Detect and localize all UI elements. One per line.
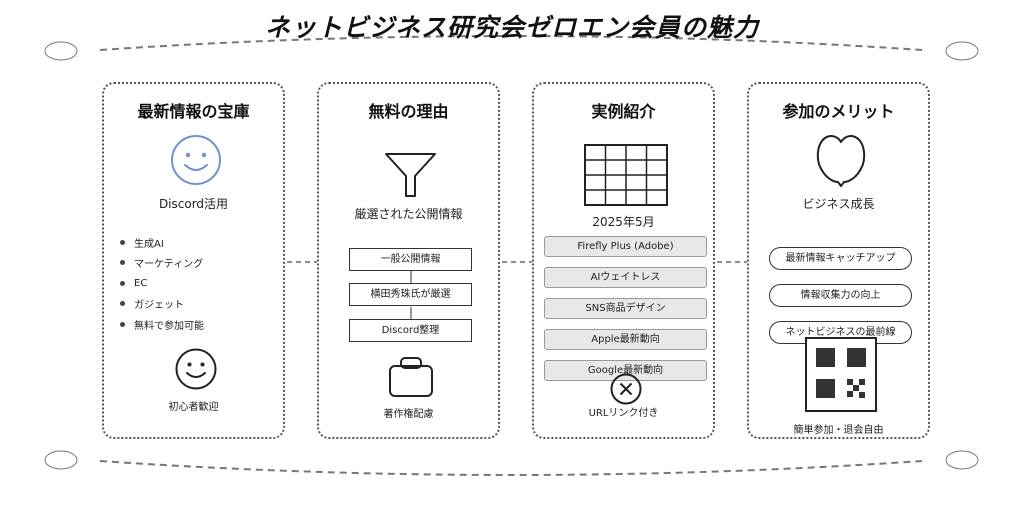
bullet-list: 生成AI マーケティング EC ガジェット 無料で参加可能: [120, 232, 204, 335]
list-item: マーケティング: [120, 253, 204, 274]
list-item: 無料で参加可能: [120, 314, 204, 335]
list-item: ガジェット: [120, 294, 204, 315]
funnel-icon: [385, 153, 436, 197]
apple-icon: [816, 135, 866, 187]
benefit-item: 最新情報キャッチアップ: [769, 247, 912, 270]
flow-step: 一般公開情報: [349, 248, 472, 271]
card-footer: 初心者歓迎: [168, 402, 219, 413]
flow-step: Discord整理: [349, 319, 472, 342]
card-title: 最新情報の宝庫: [137, 102, 250, 121]
bullet-dot: [120, 301, 125, 307]
card-footer: URLリンク付き: [588, 408, 659, 419]
bullet-dot: [120, 280, 125, 286]
card-caption: Discord活用: [158, 197, 229, 211]
list-item-label: 生成AI: [134, 238, 164, 250]
table-grid-icon: [584, 144, 668, 206]
card-free-reason: 無料の理由 厳選された公開情報 一般公開情報 横田秀珠氏が厳選 Discord整…: [317, 82, 500, 439]
card-title: 実例紹介: [591, 102, 656, 121]
bullet-dot: [120, 260, 125, 266]
list-item-label: ガジェット: [134, 300, 184, 312]
card-latest-info: 最新情報の宝庫 Discord活用 生成AI マーケティング EC ガジェット …: [102, 82, 285, 439]
bullet-dot: [120, 239, 125, 245]
card-examples: 実例紹介 2025年5月 Firefly Plus (Adobe) AIウェイト…: [532, 82, 715, 439]
example-item: SNS商品デザイン: [544, 298, 707, 319]
benefit-item: 情報収集力の向上: [769, 284, 912, 307]
page-title: ネットビジネス研究会ゼロエン会員の魅力: [264, 13, 759, 42]
flow-connector: [410, 271, 412, 319]
ellipse-bottom-right: [945, 450, 979, 470]
ellipse-top-left: [44, 41, 78, 61]
arc-top: [99, 35, 923, 51]
example-item: Firefly Plus (Adobe): [544, 236, 707, 257]
qr-code-icon: [805, 337, 877, 412]
arc-bottom: [99, 460, 923, 476]
card-footer: 著作権配慮: [383, 409, 434, 420]
smiley-icon: [175, 348, 217, 390]
list-item-label: EC: [134, 277, 148, 289]
card-title: 参加のメリット: [782, 102, 895, 121]
card-benefits: 参加のメリット ビジネス成長 最新情報キャッチアップ 情報収集力の向上 ネットビ…: [747, 82, 930, 439]
close-icon: [610, 373, 642, 405]
ellipse-bottom-left: [44, 450, 78, 470]
example-item: AIウェイトレス: [544, 267, 707, 288]
flow-step: 横田秀珠氏が厳選: [349, 283, 472, 306]
card-caption: 厳選された公開情報: [354, 207, 463, 221]
list-item: EC: [120, 273, 204, 294]
list-item-label: 無料で参加可能: [134, 320, 204, 332]
list-item-label: マーケティング: [134, 259, 204, 271]
card-caption: ビジネス成長: [802, 197, 875, 211]
briefcase-icon: [389, 357, 433, 397]
ellipse-top-right: [945, 41, 979, 61]
smiley-icon: [171, 135, 221, 185]
card-title: 無料の理由: [368, 102, 449, 121]
list-item: 生成AI: [120, 232, 204, 253]
card-caption: 2025年5月: [592, 215, 655, 229]
card-footer: 簡単参加・退会自由: [793, 425, 884, 436]
bullet-dot: [120, 321, 125, 327]
example-item: Apple最新動向: [544, 329, 707, 350]
example-item: Google最新動向: [544, 360, 707, 381]
